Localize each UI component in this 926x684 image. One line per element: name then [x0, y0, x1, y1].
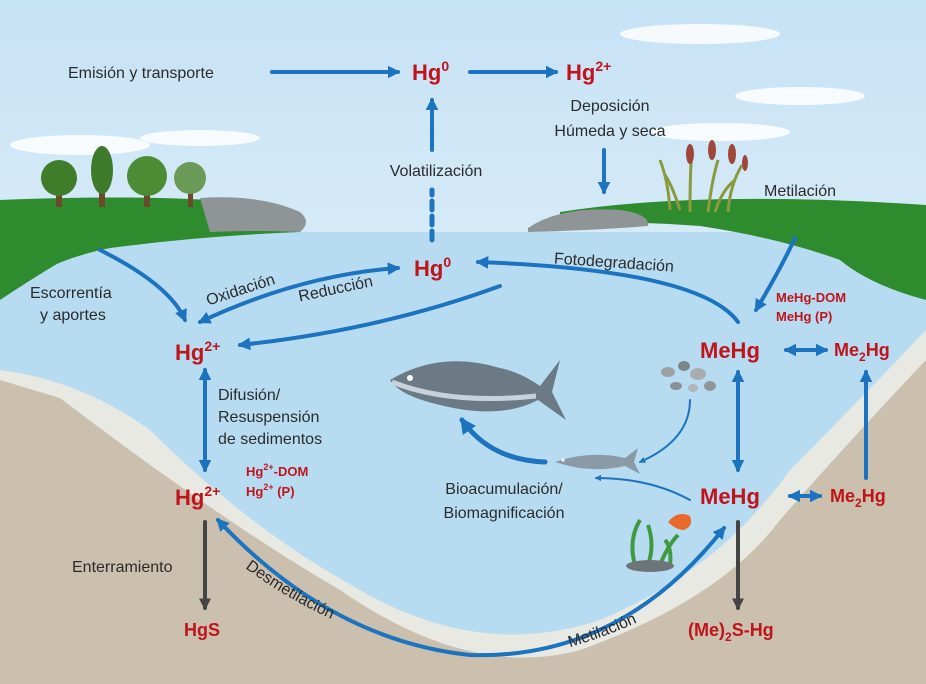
rock-bottom	[626, 560, 674, 572]
hg2-dom-label: Hg2+-DOM	[246, 462, 308, 479]
land-methylation-label: Metilación	[764, 183, 836, 200]
bioaccumulation-label-line1: Bioacumulación/	[445, 481, 563, 498]
emission-label: Emisión y transporte	[68, 65, 214, 82]
burial-label: Enterramiento	[72, 559, 173, 576]
diffusion-label-line3: de sedimentos	[218, 431, 322, 448]
diffusion-label-line1: Difusión/	[218, 387, 281, 404]
mehg-dom-label: MeHg-DOM	[776, 290, 846, 305]
mehg-p-label: MeHg (P)	[776, 309, 832, 324]
runoff-label-line2: y aportes	[40, 307, 106, 324]
diffusion-label-line2: Resuspensión	[218, 409, 319, 426]
deposition-label-line1: Deposición	[570, 98, 649, 115]
mehg-water: MeHg	[700, 338, 760, 363]
hgs-label: HgS	[184, 620, 220, 640]
runoff-label-line1: Escorrentía	[30, 285, 112, 302]
bioaccumulation-label-line2: Biomagnificación	[444, 505, 565, 522]
volatilization-label: Volatilización	[390, 163, 483, 180]
deposition-label-line2: Húmeda y seca	[554, 123, 665, 140]
mehg-sediment: MeHg	[700, 484, 760, 509]
